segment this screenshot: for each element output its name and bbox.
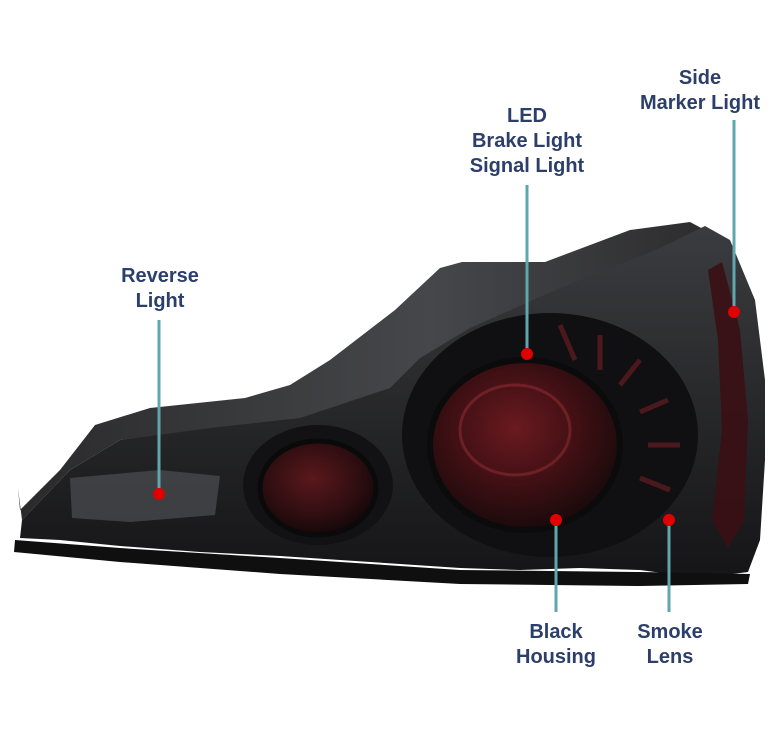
led-fins [557, 324, 680, 493]
marker-dot-led [521, 348, 533, 360]
label-line: Light [135, 290, 185, 312]
label-reverse: Reverse Light [104, 264, 216, 314]
housing-bottom-lip [14, 540, 750, 586]
leader-lines [157, 120, 736, 612]
label-line: Marker Light [639, 92, 761, 114]
marker-dot-housing [550, 514, 562, 526]
mounting-flange [18, 222, 705, 520]
label-line: Reverse [121, 265, 199, 287]
label-smoke-lens: Smoke Lens [614, 620, 726, 670]
reverse-light-area [70, 470, 220, 522]
label-line: Lens [646, 646, 694, 668]
label-side-marker: Side Marker Light [620, 66, 780, 116]
marker-dot-lens [663, 514, 675, 526]
label-line: Black [529, 621, 583, 643]
marker-dots [153, 306, 740, 526]
label-line: Signal Light [469, 155, 585, 177]
marker-dot-side-marker [728, 306, 740, 318]
label-line: Smoke [637, 621, 703, 643]
marker-dot-reverse [153, 488, 165, 500]
label-line: LED [507, 105, 547, 127]
small-lens [257, 438, 379, 538]
brake-lens [427, 357, 623, 533]
label-line: Brake Light [471, 130, 583, 152]
side-marker-strip [708, 262, 748, 548]
label-black-housing: Black Housing [500, 620, 612, 670]
brake-lens-highlight [458, 383, 572, 477]
label-line: Housing [516, 646, 596, 668]
label-line: Side [678, 67, 722, 89]
label-led-brake-signal: LED Brake Light Signal Light [450, 104, 604, 179]
